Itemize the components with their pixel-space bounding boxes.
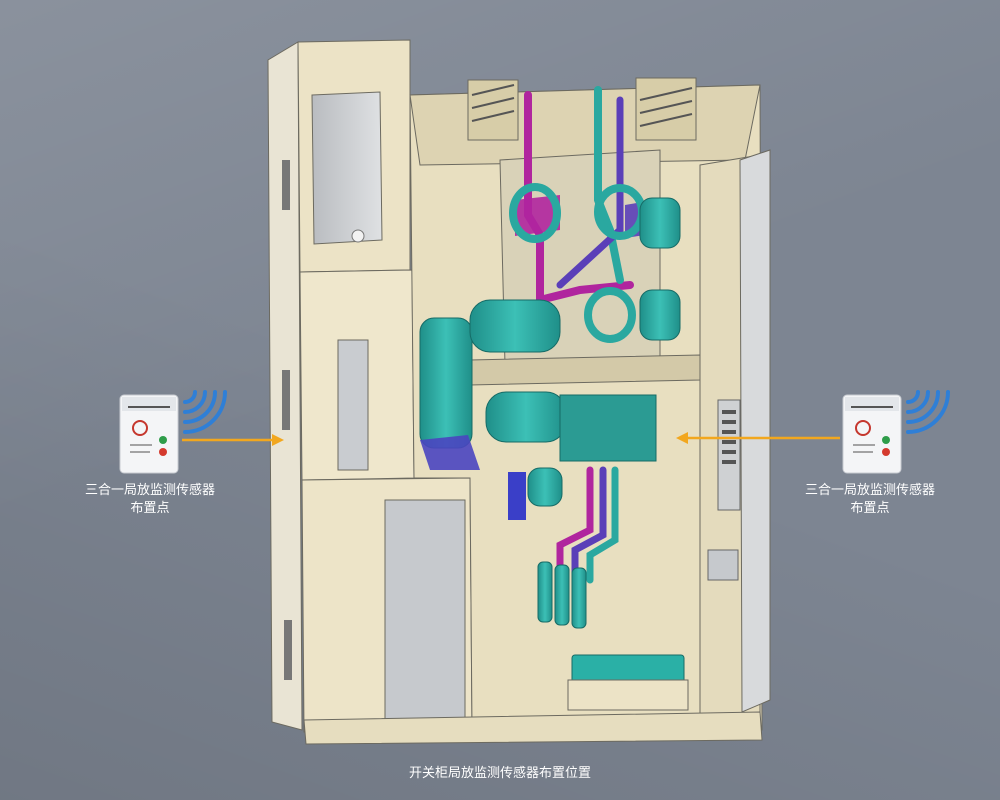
- sensor-device-icon: [842, 394, 902, 474]
- arrow-right-icon: [182, 434, 284, 446]
- sensor-right: [676, 390, 950, 474]
- arrow-left-icon: [676, 432, 840, 444]
- busbars: [524, 86, 634, 584]
- sensor-left-label-line1: 三合一局放监测传感器: [84, 483, 215, 498]
- sensor-right-label: 三合一局放监测传感器 布置点: [780, 482, 960, 518]
- sensor-left-label-line2: 布置点: [130, 501, 170, 516]
- wifi-signal-icon: [906, 390, 950, 434]
- sensor-left-label: 三合一局放监测传感器 布置点: [60, 482, 240, 518]
- busbar-plate-magenta: [515, 195, 560, 236]
- sensor-left: [119, 390, 284, 474]
- sensor-right-label-line1: 三合一局放监测传感器: [804, 483, 935, 498]
- sensor-right-label-line2: 布置点: [850, 501, 890, 516]
- circuit-breaker: [419, 183, 689, 711]
- wifi-signal-icon: [183, 390, 227, 434]
- figure-caption: 开关柜局放监测传感器布置位置: [408, 766, 591, 781]
- sensor-device-icon: [119, 394, 179, 474]
